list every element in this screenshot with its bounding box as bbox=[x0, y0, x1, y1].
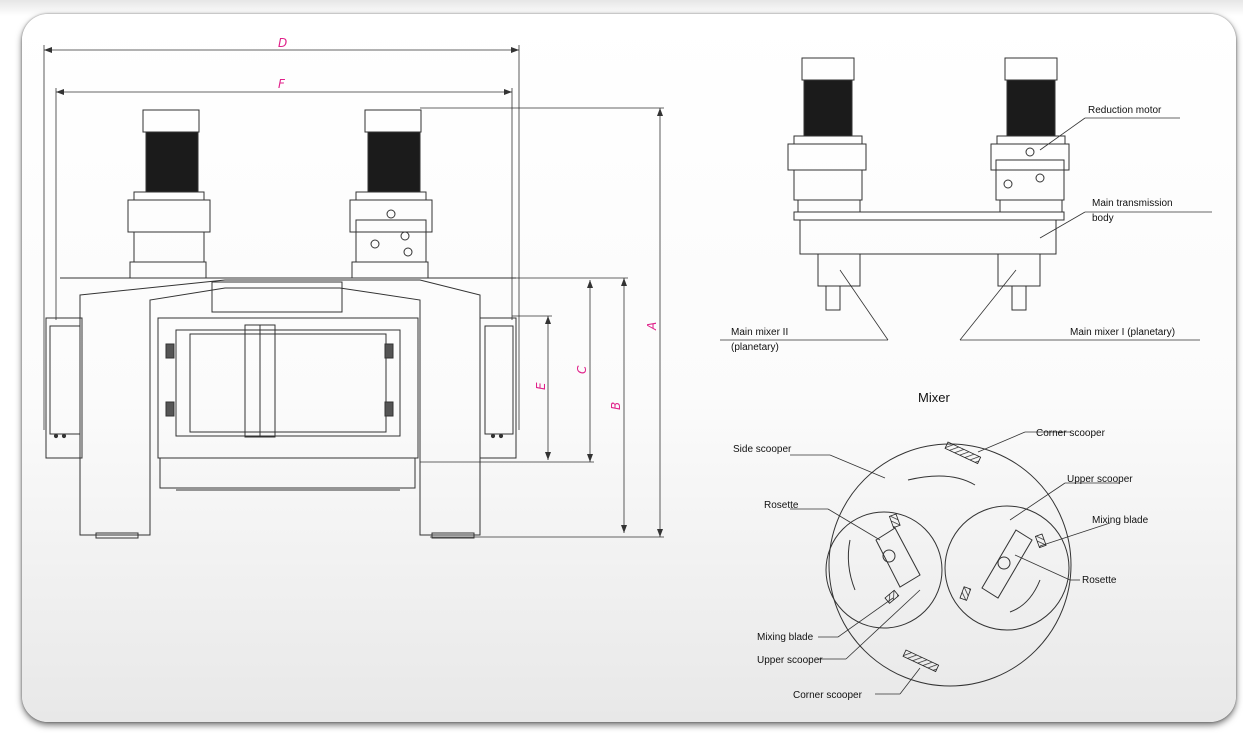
side-view bbox=[787, 57, 1070, 311]
mixer-title: Mixer bbox=[918, 390, 950, 405]
leader-lines-top bbox=[720, 117, 1212, 341]
top-shade bbox=[0, 0, 1243, 16]
dim-label-a: A bbox=[645, 322, 659, 331]
label-rosette-right: Rosette bbox=[1082, 575, 1117, 586]
label-main-mixer-2: Main mixer II bbox=[731, 327, 788, 338]
label-upper-scooper-left: Upper scooper bbox=[757, 655, 823, 666]
label-reduction-motor: Reduction motor bbox=[1088, 105, 1162, 116]
dim-label-e: E bbox=[534, 382, 548, 390]
label-main-transmission-2: body bbox=[1092, 213, 1114, 224]
label-side-scooper: Side scooper bbox=[733, 444, 792, 455]
dim-label-b: B bbox=[609, 402, 623, 410]
dim-label-c: C bbox=[575, 365, 589, 374]
dim-label-f: F bbox=[278, 77, 286, 91]
label-corner-scooper-top: Corner scooper bbox=[1036, 428, 1106, 439]
label-rosette-left: Rosette bbox=[764, 500, 799, 511]
scoopers bbox=[884, 441, 1047, 673]
label-main-transmission-1: Main transmission bbox=[1092, 198, 1173, 209]
dimension-lines bbox=[43, 45, 664, 538]
label-corner-scooper-bottom: Corner scooper bbox=[793, 690, 863, 701]
leader-lines-mixer bbox=[790, 431, 1120, 695]
dim-label-d: D bbox=[278, 36, 287, 50]
dimension-arrows bbox=[44, 47, 663, 537]
front-view bbox=[45, 109, 517, 539]
label-main-mixer-2-sub: (planetary) bbox=[731, 342, 779, 353]
mixer-plan bbox=[825, 443, 1072, 687]
label-upper-scooper-right: Upper scooper bbox=[1067, 474, 1133, 485]
label-mixing-blade-right: Mixing blade bbox=[1092, 515, 1149, 526]
label-mixing-blade-left: Mixing blade bbox=[757, 632, 814, 643]
label-main-mixer-1: Main mixer I (planetary) bbox=[1070, 327, 1175, 338]
